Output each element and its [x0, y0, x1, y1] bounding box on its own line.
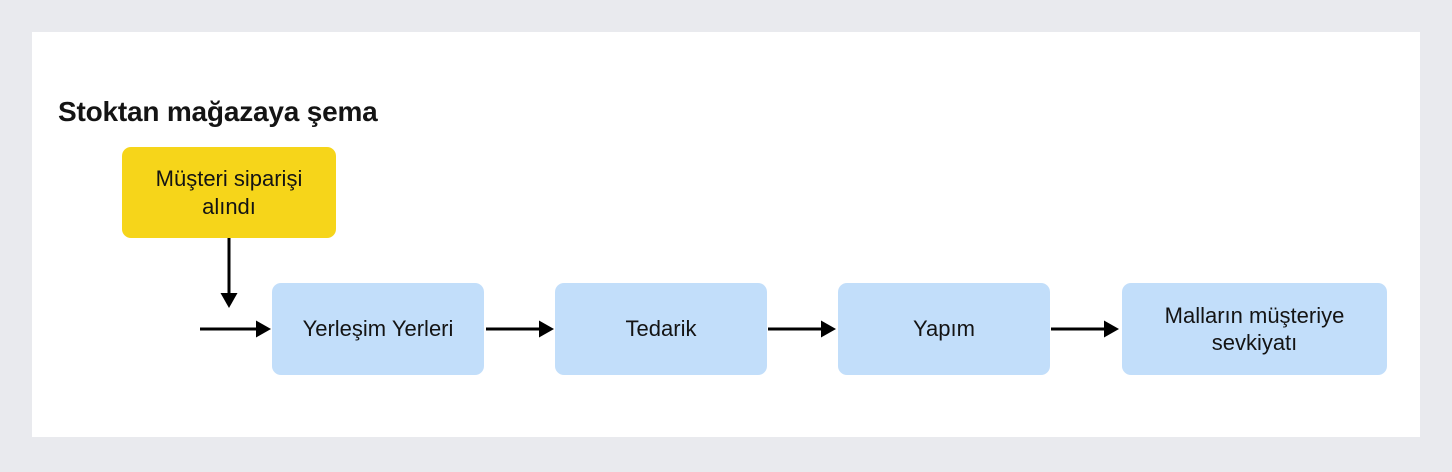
- arrow-down-from-start-icon: [220, 238, 238, 308]
- process-node-tedarik[interactable]: Tedarik: [555, 283, 767, 375]
- process-node-yapim[interactable]: Yapım: [838, 283, 1050, 375]
- arrow-into-yerlesim-yerleri-icon: [200, 320, 271, 338]
- start-node-musteri-siparisi[interactable]: Müşteri siparişi alındı: [122, 147, 336, 238]
- node-label: Müşteri siparişi alındı: [155, 166, 303, 219]
- process-node-mallarin-sevkiyati[interactable]: Malların müşteriye sevkiyatı: [1122, 283, 1387, 375]
- process-node-yerlesim-yerleri[interactable]: Yerleşim Yerleri: [272, 283, 484, 375]
- node-label: Yerleşim Yerleri: [302, 316, 454, 342]
- arrow-yapim-to-sevkiyat-icon: [1051, 320, 1119, 338]
- arrow-tedarik-to-yapim-icon: [768, 320, 836, 338]
- diagram-title: Stoktan mağazaya şema: [58, 96, 378, 127]
- node-label: Malların müşteriye sevkiyatı: [1164, 302, 1345, 356]
- node-label: Yapım: [913, 316, 975, 342]
- connectors-layer: [200, 238, 1119, 338]
- arrow-yerlesim-to-tedarik-icon: [486, 320, 554, 338]
- node-label: Tedarik: [625, 316, 697, 342]
- diagram-canvas: Stoktan mağazaya şema Müşteri siparişi a…: [32, 32, 1420, 437]
